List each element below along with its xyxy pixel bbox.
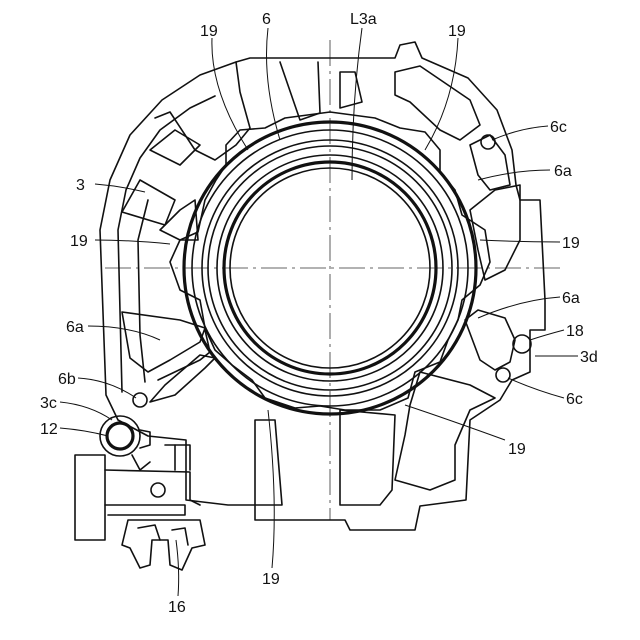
label-3d: 3d [580, 349, 598, 366]
label-3: 3 [76, 177, 85, 194]
label-6b: 6b [58, 371, 76, 388]
label-18: 18 [566, 323, 584, 340]
label-6c-bottom: 6c [566, 391, 583, 408]
label-6: 6 [262, 11, 271, 28]
label-6c-top: 6c [550, 119, 567, 136]
label-19-bottom: 19 [262, 571, 280, 588]
label-L3a: L3a [350, 11, 377, 28]
shaft-12 [100, 416, 150, 470]
label-16: 16 [168, 599, 186, 616]
label-6a-right: 6a [562, 290, 580, 307]
label-19-top-left: 19 [200, 23, 218, 40]
label-6a-left: 6a [66, 319, 84, 336]
label-19-bottom-right: 19 [508, 441, 526, 458]
label-19-right: 19 [562, 235, 580, 252]
label-3c: 3c [40, 395, 57, 412]
label-19-top-right: 19 [448, 23, 466, 40]
label-19-left: 19 [70, 233, 88, 250]
label-6a-top-right: 6a [554, 163, 572, 180]
label-12: 12 [40, 421, 58, 438]
